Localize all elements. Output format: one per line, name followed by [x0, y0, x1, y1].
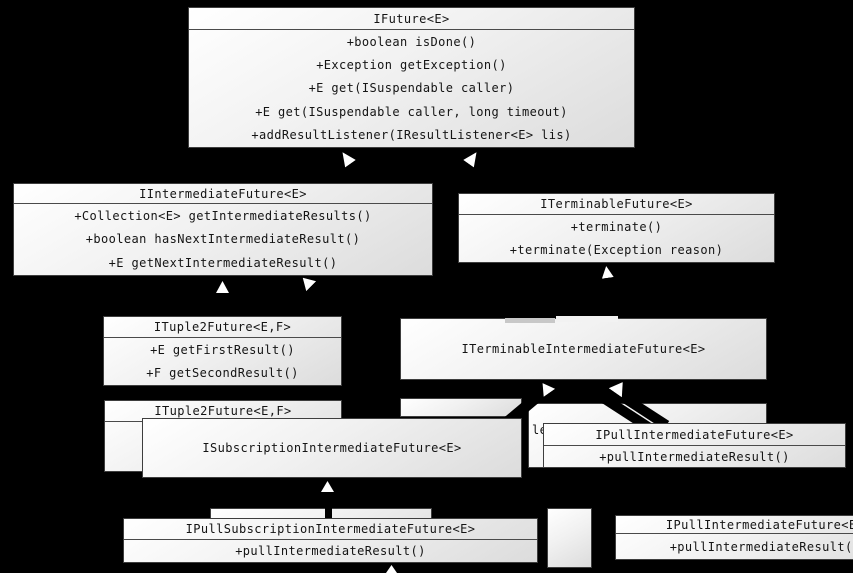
class-methods: +E getFirstResult() +F getSecondResult()	[104, 338, 341, 385]
method: +boolean hasNextIntermediateResult()	[85, 232, 361, 247]
class-methods: +pullIntermediateResult()	[616, 534, 853, 559]
class-methods: +Collection<E> getIntermediateResults() …	[14, 204, 432, 275]
class-title: IPullIntermediateFuture<E>	[616, 516, 853, 534]
method: +terminate(Exception reason)	[509, 243, 724, 258]
inheritance-arrowhead-icon	[463, 149, 482, 168]
inheritance-arrowhead-icon	[386, 565, 397, 573]
class-title: ITerminableFuture<E>	[459, 194, 774, 215]
inheritance-arrowhead-icon	[321, 481, 334, 492]
class-methods: +pullIntermediateResult()	[544, 446, 845, 467]
method: +E get(ISuspendable caller)	[308, 81, 515, 96]
method: +Exception getException()	[316, 58, 507, 73]
class-methods: +terminate() +terminate(Exception reason…	[459, 215, 774, 262]
method: +Collection<E> getIntermediateResults()	[74, 208, 372, 223]
edge-artifact	[556, 316, 618, 322]
class-title: IPullIntermediateFuture<E>	[544, 424, 845, 446]
class-title: ITerminableIntermediateFuture<E>	[461, 342, 706, 356]
method: +boolean isDone()	[346, 34, 477, 49]
method: +E get(ISuspendable caller, long timeout…	[255, 104, 568, 119]
method: +terminate()	[570, 219, 663, 234]
class-title: IIntermediateFuture<E>	[14, 184, 432, 204]
edge-artifact	[505, 318, 555, 323]
class-box-hidden-left-sliver	[400, 398, 522, 417]
method: +pullIntermediateResult()	[235, 544, 426, 558]
class-ipullintermediatefuture-mid: IPullIntermediateFuture<E> +pullIntermed…	[543, 423, 846, 468]
class-methods: +boolean isDone() +Exception getExceptio…	[189, 30, 634, 147]
method: +pullIntermediateResult()	[599, 449, 790, 464]
class-ipullintermediatefuture-bottom: IPullIntermediateFuture<E> +pullIntermed…	[615, 515, 853, 560]
class-iterminablefuture: ITerminableFuture<E> +terminate() +termi…	[458, 193, 775, 263]
method: +E getNextIntermediateResult()	[108, 256, 338, 271]
class-ifuture: IFuture<E> +boolean isDone() +Exception …	[188, 7, 635, 148]
class-iterminableintermediatefuture: ITerminableIntermediateFuture<E>	[400, 318, 767, 380]
inheritance-arrowhead-icon	[600, 265, 614, 279]
method: +E getFirstResult()	[150, 342, 295, 357]
inheritance-arrowhead-icon	[216, 281, 229, 293]
class-ipullsubscriptionintermediatefuture: IPullSubscriptionIntermediateFuture<E> +…	[123, 518, 538, 563]
class-ituple2future-top: ITuple2Future<E,F> +E getFirstResult() +…	[103, 316, 342, 386]
class-isubscriptionintermediatefuture: ISubscriptionIntermediateFuture<E>	[142, 418, 522, 478]
method: +pullIntermediateResult()	[669, 539, 853, 554]
class-title: ISubscriptionIntermediateFuture<E>	[202, 441, 462, 455]
class-title: IFuture<E>	[189, 8, 634, 30]
class-title: IPullSubscriptionIntermediateFuture<E>	[124, 519, 537, 540]
inheritance-arrowhead-icon	[337, 149, 356, 168]
connector-band	[325, 502, 332, 522]
method: +addResultListener(IResultListener<E> li…	[251, 128, 572, 143]
class-box-hidden-bottom-right	[547, 508, 592, 568]
class-methods: +pullIntermediateResult()	[124, 540, 537, 562]
class-title: ITuple2Future<E,F>	[104, 317, 341, 338]
class-iintermediatefuture: IIntermediateFuture<E> +Collection<E> ge…	[13, 183, 433, 276]
method: +F getSecondResult()	[146, 366, 299, 381]
